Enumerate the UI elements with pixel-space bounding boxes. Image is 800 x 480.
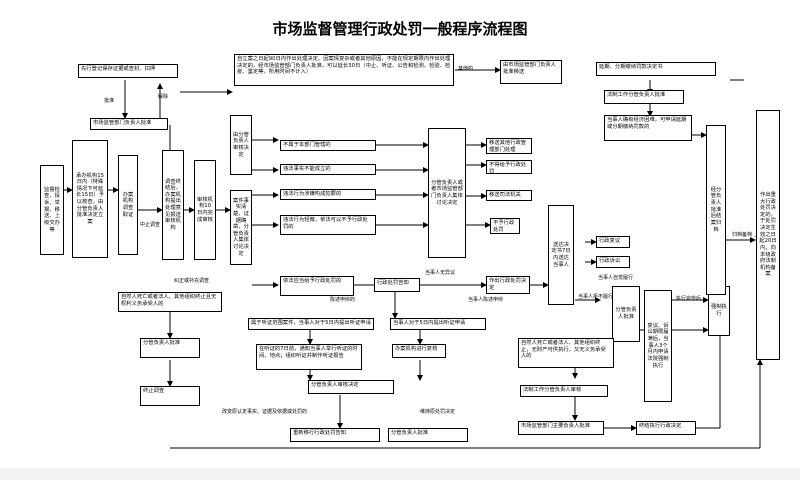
investigation-box: 办案机构调查取证	[118, 155, 138, 255]
postpone-box: 延期、分期缴纳罚款决定书	[596, 62, 716, 76]
maintain-decision-label: 维持原处罚决定	[420, 409, 456, 415]
party-apply-postpone-box: 当事人确有经济困难，可申请延期或分期缴纳罚款的	[604, 115, 692, 141]
hearing-held-box: 在听证的7日前，通知当事人举行听证的时间、地点；组织听证并制作听证报告	[256, 344, 362, 370]
legal-review-box: 法制工作分管负责人审核	[520, 385, 608, 397]
page-bottom-shadow	[0, 468, 800, 480]
execution-done-box: 终结执行行政决定	[636, 421, 696, 435]
dept-head-approve-mid-box: 分管负责人批准	[140, 338, 200, 358]
dept-head-bottom-box: 市场监管部门主要负责人批准	[518, 421, 604, 435]
forced-execution-box: 分管负责人批准	[612, 286, 640, 342]
hearing-notice-box: 属于听证范围案件，当事人对于5日内提出听证申请	[248, 318, 374, 330]
suspect-dept-head-review-box: 案件事实清楚、证据确凿，分管负责人集体讨论决定	[230, 190, 252, 265]
approve-label: 批准	[104, 98, 115, 104]
dept-head-approve-right-box: 法制工作分管负责人批准	[604, 90, 684, 104]
minor-no-penalty-box: 违法行为轻微，依法可以不予行政处罚的	[280, 215, 376, 235]
deserve-penalty-box: 依法应当给予行政处罚的	[280, 276, 354, 296]
dept-head-decision-box: 分管负责人审核决定	[308, 380, 394, 394]
party-no-objection-label: 当事人无异议	[425, 270, 456, 276]
investigation-end-box: 调查终结后，办案机构提出处理意见报送审核机构	[162, 150, 184, 260]
party-refuse-label: 当事人拒不履行	[578, 294, 614, 300]
dept-head-collective-box: 分管负责人或者市场监管部门负责人集体讨论决定	[428, 128, 466, 258]
hearing-box: 当事人对于5日内提出听证申请	[390, 318, 486, 330]
seize-label: 解除	[158, 94, 169, 100]
no-penalty-2-box: 不予行政处罚	[490, 218, 520, 234]
dept-head-approve-top-box: 市场监管部门负责人批准	[90, 118, 168, 130]
evidence-box: 先行登记保存证据或查封、扣押	[78, 64, 178, 78]
violation-not-exist-box: 违法事实不能成立的	[280, 164, 376, 175]
other-report-label: 其他的	[458, 66, 474, 72]
admin-reconsideration-box: 行政复议	[596, 236, 630, 248]
no-jurisdiction-dept-box: 由市场监管部门负责人批准移送	[500, 60, 562, 84]
source-box: 监督检查、投诉、举报、移送、上级交办等	[40, 165, 64, 255]
service-decision-box: 送达决定书7日内送达当事人	[548, 205, 574, 305]
admin-litigation-box: 行政诉讼	[596, 256, 630, 268]
transfer-judicial-box: 移送司法机关	[486, 190, 532, 201]
party-objection-label: 当事人陈述申辩	[468, 297, 504, 303]
no-penalty-1-box: 不得给予行政处罚	[486, 160, 532, 174]
terminate-investigation-box: 终止调查	[140, 386, 200, 406]
transfer-other-box: 移送其他行政管理部门处理	[486, 138, 532, 154]
dead-or-terminate-box: 自然人死亡或者法人、其他组织终止且无权利义务承受人的	[118, 292, 222, 312]
statement-box: 办案机构进行复核	[392, 344, 446, 358]
approval-final-box: 分管负责人批准	[388, 428, 468, 442]
deadline-note-box: 自立案之日起90日内作出处理决定。因案情复杂或者其他原因，不能在规定期限内作出处…	[234, 54, 454, 86]
case-archive-box: 结案后	[752, 235, 756, 237]
dept-head-approve-right2-box: 经分管负责人批准后结案归档	[706, 125, 726, 295]
crime-box: 违法行为涉嫌构成犯罪的	[280, 189, 376, 200]
change-decision-label: 改变原认定事实、证据及依据或处罚的	[222, 409, 308, 415]
accept-label: 中止调查	[140, 222, 161, 228]
statement-review-label: 陈述申辩的	[330, 297, 356, 303]
correct-label: 纠正或补充调查	[174, 278, 210, 284]
apply-court-box: 复议、诉讼期限届满后，当事人3个月内申请法院强制执行	[644, 290, 672, 402]
penalty-notice-box: 行政处罚告知	[374, 278, 420, 292]
decision-yes-label: 执行完毕后	[676, 296, 702, 302]
decision-penalty-box: 作出行政处罚决定	[486, 276, 530, 294]
filing-label: 归档备档	[732, 232, 753, 238]
dead-bottom-box: 自然人死亡或者法人、其他组织终止，无财产可供执行，又无义务承受人的	[518, 338, 614, 368]
not-jurisdiction-box: 不属于本部门管辖的	[280, 140, 376, 151]
page-title: 市场监督管理行政处罚一般程序流程图	[272, 20, 528, 38]
party-self-exec-label: 当事人自觉履行	[598, 275, 634, 281]
report-dept-head-box: 由分管负责人审核决定	[230, 115, 252, 175]
reexamination-box: 重新移行行政处罚告知	[290, 428, 380, 442]
review-box: 审核机构10日内完成审核	[194, 160, 216, 260]
case-filing-box: 承办机构15日内（特殊情况下可延长15日）予以核查，由分管负责人批准决定立案	[72, 140, 108, 258]
major-case-box: 作出重大行政处罚决定的，于处罚决定生效之日起20日内，向本级政府法制机构备案	[756, 110, 780, 360]
